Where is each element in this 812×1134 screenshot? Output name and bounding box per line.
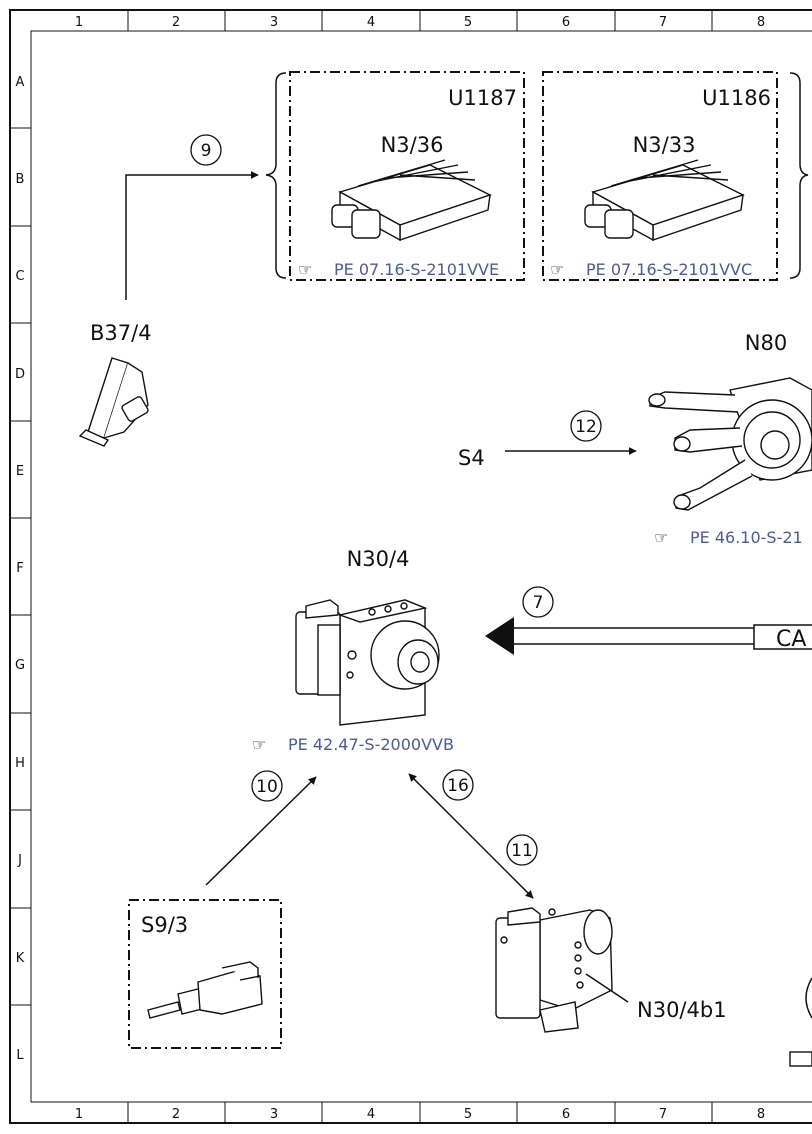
column-label: 7 xyxy=(659,15,667,30)
column-label: 6 xyxy=(562,15,570,30)
row-label: H xyxy=(15,756,25,771)
column-label: 5 xyxy=(464,1107,472,1122)
column-label: 4 xyxy=(367,15,375,30)
column-label: 7 xyxy=(659,1107,667,1122)
column-label: 3 xyxy=(270,15,278,30)
callout-circle xyxy=(570,410,602,442)
column-ruler xyxy=(127,10,713,1123)
column-label: 2 xyxy=(172,1107,180,1122)
row-ruler xyxy=(10,127,31,1006)
callout-number: 10 xyxy=(256,777,278,797)
column-label: 4 xyxy=(367,1107,375,1122)
hand-pointer-icon: ☞ xyxy=(550,260,564,279)
u1187-group-label: U1187 xyxy=(448,86,517,110)
b37-4-label: B37/4 xyxy=(90,321,152,345)
column-label: 2 xyxy=(172,15,180,30)
column-label: 8 xyxy=(757,15,765,30)
hand-pointer-icon: ☞ xyxy=(298,260,312,279)
can-bus-arrow xyxy=(485,617,812,655)
esp-sensor-unit-icon xyxy=(495,907,613,1033)
callout-number: 11 xyxy=(511,841,533,861)
signal-line-b37-4 xyxy=(125,171,259,300)
control-unit-group: U1187 N3/36 ☞ PE 07.16-S-2101VVE U1186 N… xyxy=(265,71,809,281)
s9-3-dashed-box xyxy=(128,899,282,1049)
s4-label: S4 xyxy=(458,446,485,470)
callout-circle xyxy=(251,770,283,802)
s9-3-label: S9/3 xyxy=(141,913,188,937)
callout-number: 7 xyxy=(533,593,544,613)
row-label: B xyxy=(16,172,25,187)
row-label: F xyxy=(16,561,23,576)
row-label: D xyxy=(15,367,25,382)
left-brace xyxy=(265,72,287,279)
n30-4-reference-link[interactable]: PE 42.47-S-2000VVB xyxy=(288,735,454,754)
partial-reference-icon xyxy=(789,1051,812,1067)
steering-column-module-icon xyxy=(648,377,812,511)
n30-4-label: N30/4 xyxy=(347,547,410,571)
n3-36-label: N3/36 xyxy=(381,133,444,157)
n80-reference-link[interactable]: PE 46.10-S-21 xyxy=(690,528,803,547)
column-label: 5 xyxy=(464,15,472,30)
n30-4b1-leader-line xyxy=(585,973,629,1003)
u1186-dashed-box xyxy=(542,71,778,281)
partial-component-edge xyxy=(805,977,812,1019)
brake-light-switch-icon xyxy=(147,961,263,1019)
n30-4b1-label: N30/4b1 xyxy=(637,998,727,1022)
signal-line-s9-3 xyxy=(205,776,317,886)
hand-pointer-icon: ☞ xyxy=(252,735,266,754)
n3-33-reference-link[interactable]: PE 07.16-S-2101VVC xyxy=(586,260,752,279)
accelerator-pedal-icon xyxy=(78,357,149,447)
n3-33-control-unit-icon xyxy=(584,159,745,242)
column-label: 1 xyxy=(75,1107,83,1122)
right-brace xyxy=(789,72,809,279)
u1186-group-label: U1186 xyxy=(702,86,771,110)
callout-number: 16 xyxy=(447,776,469,796)
n3-36-reference-link[interactable]: PE 07.16-S-2101VVE xyxy=(334,260,499,279)
row-label: G xyxy=(15,658,25,673)
callout-circle xyxy=(506,834,538,866)
inner-frame xyxy=(30,30,812,1103)
can-bus-label: CA xyxy=(776,627,806,652)
row-label: A xyxy=(16,75,25,90)
row-label: E xyxy=(16,464,24,479)
column-label: 8 xyxy=(757,1107,765,1122)
column-label: 3 xyxy=(270,1107,278,1122)
esp-hydraulic-unit-icon xyxy=(295,599,440,726)
signal-line-n30-4b1 xyxy=(408,773,534,899)
callout-number: 9 xyxy=(201,141,212,161)
u1187-dashed-box xyxy=(289,71,525,281)
hand-pointer-icon: ☞ xyxy=(654,528,668,547)
column-label: 1 xyxy=(75,15,83,30)
n80-label: N80 xyxy=(745,331,787,355)
callout-circle xyxy=(442,769,474,801)
callout-circle xyxy=(522,586,554,618)
n3-33-label: N3/33 xyxy=(633,133,696,157)
n3-36-control-unit-icon xyxy=(331,159,492,242)
callout-number: 12 xyxy=(575,417,597,437)
row-label: C xyxy=(15,269,24,284)
callout-circle xyxy=(190,134,222,166)
row-label: J xyxy=(17,853,22,868)
row-label: K xyxy=(16,951,25,966)
column-label: 6 xyxy=(562,1107,570,1122)
row-label: L xyxy=(16,1048,24,1063)
